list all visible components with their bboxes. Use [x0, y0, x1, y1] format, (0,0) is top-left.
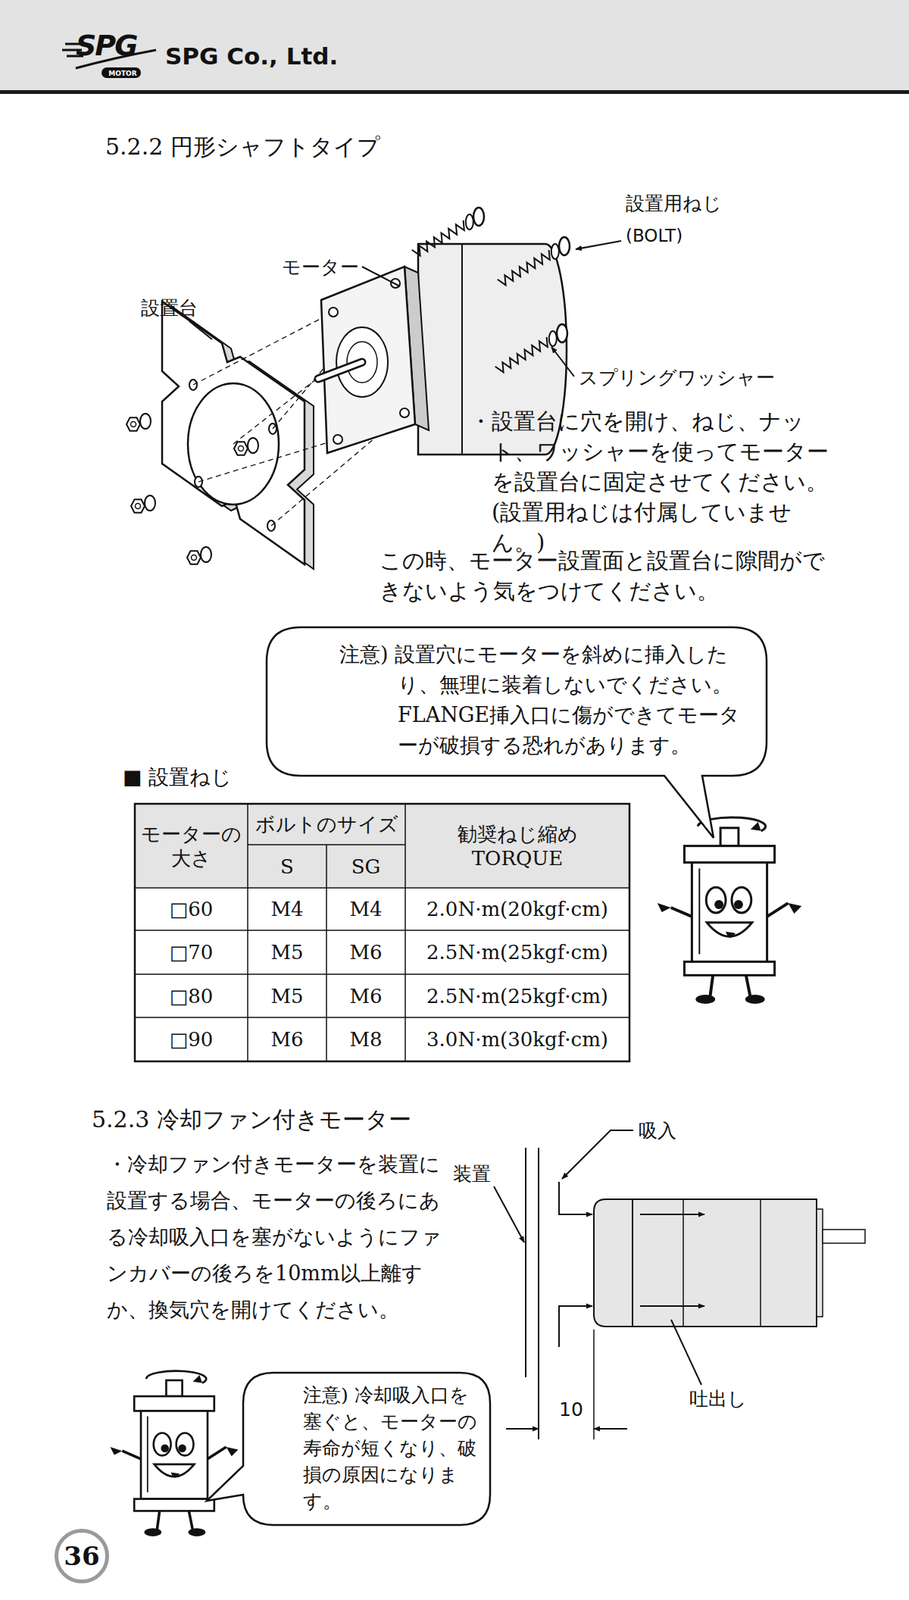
- logo-subtext: MOTOR: [103, 68, 143, 79]
- spring-washer: [465, 214, 474, 230]
- table-text: M6: [349, 983, 382, 1009]
- logo-text: SPG: [75, 28, 137, 63]
- flow-label: 吐出し: [689, 1386, 747, 1412]
- table-text: 勧奨ねじ縮め TORQUE: [449, 821, 586, 871]
- table-text: 2.5N·m(25kgf·cm): [426, 940, 609, 965]
- body-text: ・設置台に穴を開け、ねじ、ナット、ワッシャーを使ってモーターを設置台に固定させて…: [469, 406, 832, 558]
- table-cell: □90: [134, 1017, 248, 1062]
- mascot: [657, 817, 803, 1004]
- table-text: M4: [270, 896, 303, 922]
- washer: [144, 495, 156, 511]
- washer: [247, 437, 259, 453]
- table-text: M6: [270, 1027, 303, 1052]
- spring-washer: [549, 331, 557, 347]
- table-cell: M4: [326, 887, 406, 931]
- table-text: M8: [349, 1027, 382, 1052]
- table-cell: 勧奨ねじ縮め TORQUE: [405, 803, 630, 888]
- dimension: 10: [556, 1398, 587, 1421]
- table-text: SG: [351, 854, 382, 879]
- company-name: SPG Co., Ltd.: [165, 42, 338, 70]
- table-cell: ボルトのサイズ: [247, 803, 406, 845]
- table-text: モーターの大さ: [134, 821, 248, 871]
- table-grid: [134, 803, 630, 1062]
- leader-lines: [189, 240, 622, 377]
- table-cell: 3.0N·m(30kgf·cm): [405, 1017, 630, 1062]
- table-text: M5: [270, 983, 303, 1009]
- table-cell: S: [247, 844, 327, 888]
- body-text: この時、モーター設置面と設置台に隙間ができないよう気をつけてください。: [379, 545, 835, 606]
- table-cell: SG: [326, 844, 406, 888]
- bubble-shape: [206, 1372, 491, 1525]
- table-cell: M8: [326, 1017, 406, 1062]
- table-cell: 2.5N·m(25kgf·cm): [405, 930, 630, 975]
- mounting-plate: [162, 301, 314, 569]
- screw-thread: [497, 249, 550, 286]
- table-cell: □80: [134, 974, 248, 1018]
- table-text: □60: [169, 896, 214, 922]
- page-number: 36: [54, 1528, 110, 1584]
- flow-label: 吸入: [638, 1118, 677, 1144]
- nut: [131, 499, 145, 513]
- nut-hole: [131, 421, 137, 428]
- caution-text: 注意) 設置穴にモーターを斜めに挿入したり、無理に装着しないでください。FLAN…: [266, 627, 767, 770]
- table-text: M5: [270, 940, 303, 965]
- table-cell: 2.0N·m(20kgf·cm): [405, 887, 630, 931]
- table-text: ボルトのサイズ: [255, 812, 399, 837]
- table-cell: □60: [134, 887, 248, 931]
- page-number-text: 36: [63, 1540, 100, 1572]
- washer: [200, 546, 212, 563]
- table-heading: ■ 設置ねじ: [122, 763, 232, 791]
- table-text: 2.5N·m(25kgf·cm): [426, 983, 609, 1009]
- part-label: 設置台: [140, 295, 198, 321]
- nut-hole: [135, 503, 141, 510]
- nut: [126, 417, 141, 431]
- washer: [140, 413, 151, 429]
- bubble-shape: [266, 627, 767, 838]
- table-text: 2.0N·m(20kgf·cm): [426, 896, 609, 922]
- table-text: □90: [169, 1027, 214, 1052]
- nut: [234, 441, 248, 455]
- nut-hole: [238, 446, 244, 452]
- caution-bubble: 注意) 設置穴にモーターを斜めに挿入したり、無理に装着しないでください。FLAN…: [266, 627, 767, 776]
- table-text: S: [280, 854, 294, 879]
- spring-washer: [551, 243, 560, 260]
- part-label: (BOLT): [625, 225, 683, 246]
- section-heading: 5.2.2 円形シャフトタイプ: [105, 131, 381, 163]
- bolt-head: [473, 207, 485, 226]
- part-label: スプリングワッシャー: [578, 365, 775, 391]
- body-text: ・冷却ファン付きモーターを装置に設置する場合、モーターの後ろにある冷却吸入口を塞…: [106, 1146, 444, 1328]
- screw-thread: [412, 220, 465, 257]
- table-cell: M6: [326, 974, 406, 1018]
- table-cell: M5: [247, 930, 327, 975]
- bolt-head: [556, 324, 568, 343]
- part-label: 装置: [452, 1161, 491, 1187]
- table-text: □70: [169, 940, 214, 965]
- screw-thread: [495, 337, 548, 373]
- fan-motor-figure: [493, 1130, 866, 1440]
- nut-hole: [191, 555, 197, 561]
- mascot: [110, 1371, 239, 1537]
- part-label: モーター: [281, 254, 360, 280]
- bolt-head: [559, 237, 570, 256]
- table-cell: M6: [247, 1017, 327, 1062]
- table-text: □80: [169, 983, 214, 1009]
- table-text: M4: [349, 896, 382, 922]
- caution-text: 注意) 冷却吸入口を塞ぐと、モーターの寿命が短くなり、破損の原因になります。: [243, 1372, 491, 1521]
- table-text: M6: [349, 940, 382, 965]
- table-text: 3.0N·m(30kgf·cm): [426, 1027, 609, 1052]
- table-cell: □70: [134, 930, 248, 975]
- table-cell: M4: [247, 887, 327, 931]
- table-cell: モーターの大さ: [134, 803, 248, 888]
- nut: [187, 550, 201, 564]
- table-cell: M6: [326, 930, 406, 975]
- caution-bubble: 注意) 冷却吸入口を塞ぐと、モーターの寿命が短くなり、破損の原因になります。: [243, 1372, 491, 1525]
- table-cell: 2.5N·m(25kgf·cm): [405, 974, 630, 1018]
- part-label: 設置用ねじ: [625, 190, 722, 216]
- header-band: SPG MOTOR SPG Co., Ltd.: [0, 0, 909, 94]
- table-cell: M5: [247, 974, 327, 1018]
- section-heading: 5.2.3 冷却ファン付きモーター: [91, 1104, 412, 1136]
